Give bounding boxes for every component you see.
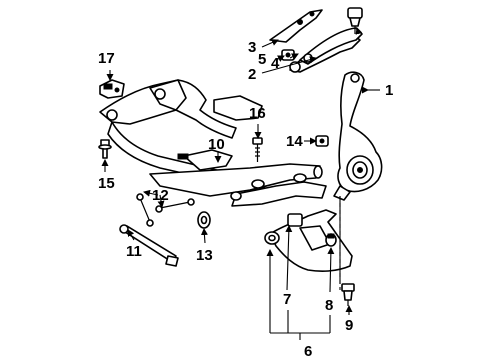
callout-labels: 1 2 3 4 5 6 7 8 9 10 11 12 13 14 15 16 1… [98,39,393,360]
callout-15: 15 [98,175,115,192]
leader-lines [101,27,380,340]
callout-5: 5 [258,51,266,68]
callout-1: 1 [385,82,393,99]
callout-16: 16 [249,105,266,122]
mounting-bolt [252,137,263,162]
stabilizer-link [136,193,195,227]
upper-arm-bracket [269,9,323,43]
callout-6: 6 [304,343,312,360]
upper-ball-joint [347,7,363,34]
steering-knuckle [333,71,383,201]
callout-14: 14 [286,133,303,150]
callout-4: 4 [271,55,280,72]
callout-9: 9 [345,317,353,334]
callout-17: 17 [98,50,115,67]
cradle-mount-bracket [99,79,125,99]
callout-12: 12 [152,187,169,204]
lower-ball-joint [341,283,355,306]
lower-crossmember-rail [149,163,327,207]
callout-2: 2 [248,66,256,83]
lower-control-arm [264,209,353,272]
callout-10: 10 [208,136,225,153]
callout-7: 7 [283,291,291,308]
strut-rod [119,224,179,267]
upper-arm-bushing [281,49,295,61]
strut-rod-bushing [197,211,211,229]
callout-11: 11 [126,243,142,260]
callout-8: 8 [325,297,333,314]
retaining-nut [315,135,329,147]
callout-13: 13 [196,247,213,264]
callout-3: 3 [248,39,256,56]
cradle-bolt [98,139,112,159]
upper-control-arm [289,27,363,73]
